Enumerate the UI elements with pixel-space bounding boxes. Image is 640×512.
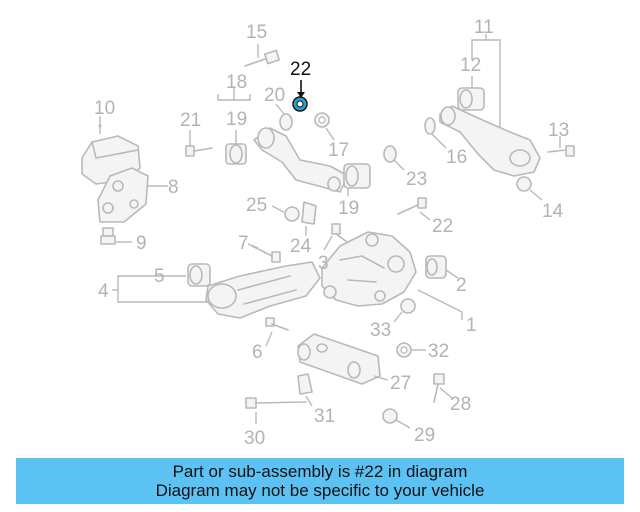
- callout-28: 28: [450, 394, 471, 415]
- part-16-washer: [424, 117, 447, 149]
- part-19-bushing-left: [225, 130, 247, 165]
- part-2-bushing: [425, 255, 459, 279]
- callout-15: 15: [246, 22, 267, 43]
- callout-4: 4: [98, 281, 109, 302]
- part-5-bushing: [187, 263, 211, 287]
- bracket-18: [217, 88, 251, 101]
- part-9-bolt: [100, 227, 132, 245]
- callout-29: 29: [414, 425, 435, 446]
- callout-8: 8: [168, 177, 179, 198]
- callout-11: 11: [474, 17, 494, 38]
- callout-26: 25: [246, 195, 267, 216]
- callout-17: 17: [328, 140, 349, 161]
- part-19-bushing-right: [343, 163, 371, 196]
- callout-25: 24: [290, 236, 312, 257]
- callout-7: 7: [238, 233, 249, 254]
- part-12-bushing: [457, 76, 485, 111]
- callout-19-left: 19: [226, 109, 247, 130]
- info-banner: Part or sub-assembly is #22 in diagram D…: [16, 458, 624, 504]
- callout-12: 12: [460, 55, 481, 76]
- part-28-bolt: [433, 373, 453, 403]
- part-4-lower-arm: [112, 261, 321, 319]
- part-13-bolt: [547, 136, 575, 157]
- callout-31: 31: [314, 406, 335, 427]
- part-8-mount-bracket: [97, 167, 168, 223]
- callout-6: 6: [252, 342, 263, 363]
- parts-diagram: 10 8 9 15 18 20 22 19 21 17 19 11 12 16 …: [81, 17, 575, 449]
- part-17-nut: [314, 112, 335, 141]
- part-20-bolt: [185, 130, 213, 157]
- callout-9: 9: [136, 233, 147, 254]
- callout-14: 14: [542, 201, 564, 222]
- part-31-clip: [297, 373, 313, 407]
- callout-16: 16: [446, 147, 467, 168]
- part-21-washer: [275, 103, 293, 131]
- part-14-nut: [516, 176, 543, 201]
- banner-disclaimer: Diagram may not be specific to your vehi…: [155, 481, 485, 500]
- callout-19-right: 19: [338, 198, 359, 219]
- part-32-washer: [396, 342, 426, 358]
- callout-13: 13: [548, 120, 569, 141]
- callout-2: 2: [456, 275, 467, 296]
- part-23-bolt: [397, 197, 431, 221]
- part-1-knuckle: [321, 231, 463, 320]
- part-6-bolt: [265, 317, 289, 347]
- callout-1: 1: [466, 315, 477, 336]
- callout-23: 22: [432, 216, 453, 237]
- callout-24: 23: [406, 169, 427, 190]
- part-24-washer: [383, 145, 405, 171]
- callout-32: 32: [428, 341, 449, 362]
- part-7-bolt: [247, 243, 281, 263]
- callout-27: 27: [390, 373, 411, 394]
- callout-21: 20: [264, 85, 285, 106]
- callout-labels: 10 8 9 15 18 20 22 19 21 17 19 11 12 16 …: [94, 17, 569, 449]
- part-11-trailing-arm: [439, 34, 541, 177]
- callout-5: 5: [154, 266, 165, 287]
- callout-30: 30: [244, 428, 265, 449]
- part-27-link: [297, 333, 389, 385]
- part-25-clip: [301, 201, 317, 236]
- callout-33: 33: [370, 320, 391, 341]
- part-30-bolt: [245, 397, 307, 424]
- part-33-nut: [393, 298, 416, 323]
- callout-20: 21: [180, 110, 201, 131]
- callout-22: 22: [290, 59, 311, 80]
- callout-18: 18: [226, 72, 247, 93]
- part-15-bolt: [244, 44, 281, 67]
- part-29-nut: [382, 408, 411, 429]
- part-22-highlighted-nut: [292, 80, 308, 112]
- callout-3: 3: [318, 253, 329, 274]
- callout-10: 10: [94, 98, 115, 119]
- part-26-nut: [271, 205, 300, 222]
- banner-part-note: Part or sub-assembly is #22 in diagram: [172, 462, 468, 481]
